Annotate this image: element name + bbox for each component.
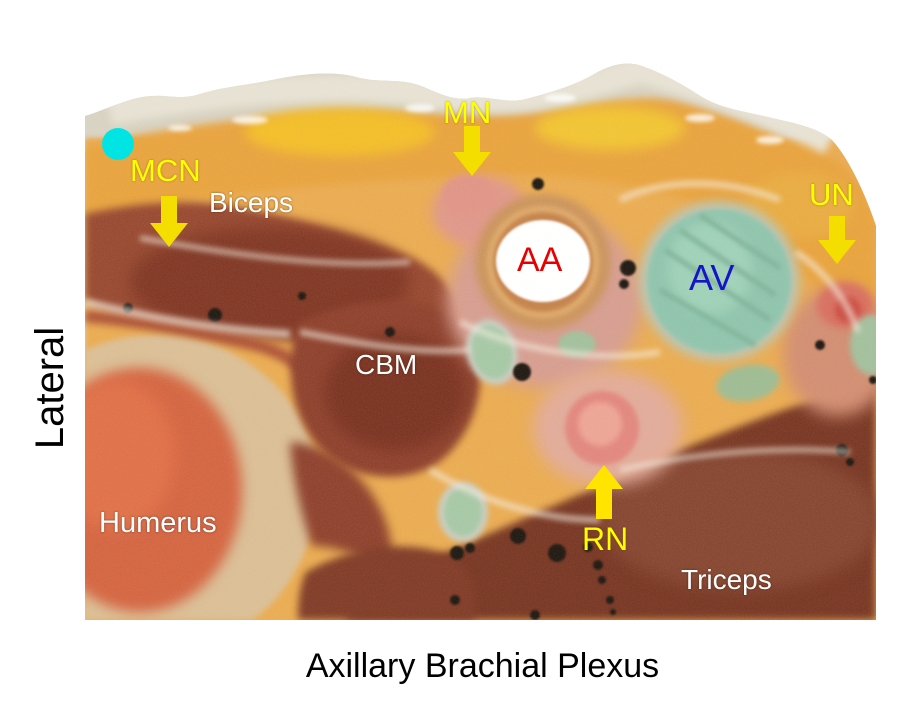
aa-label: AA: [517, 241, 563, 279]
un-arrow-icon: [818, 216, 856, 264]
mcn-arrow-icon: [150, 196, 188, 247]
figure-title: Axillary Brachial Plexus: [305, 647, 660, 685]
mn-label: MN: [443, 95, 492, 130]
photo-grain: [85, 63, 876, 621]
mcn-label: MCN: [130, 153, 201, 188]
rn-label: RN: [582, 521, 629, 557]
humerus-label: Humerus: [99, 507, 217, 539]
un-label: UN: [809, 177, 854, 212]
mn-arrow-icon: [453, 126, 491, 176]
mcn-dot-icon: [102, 128, 134, 160]
av-label: AV: [689, 257, 735, 298]
triceps-label: Triceps: [681, 564, 772, 595]
biceps-label: Biceps: [209, 187, 294, 218]
cbm-label: CBM: [355, 349, 418, 380]
rn-arrow-icon: [585, 465, 623, 519]
lateral-label: Lateral: [28, 326, 72, 450]
